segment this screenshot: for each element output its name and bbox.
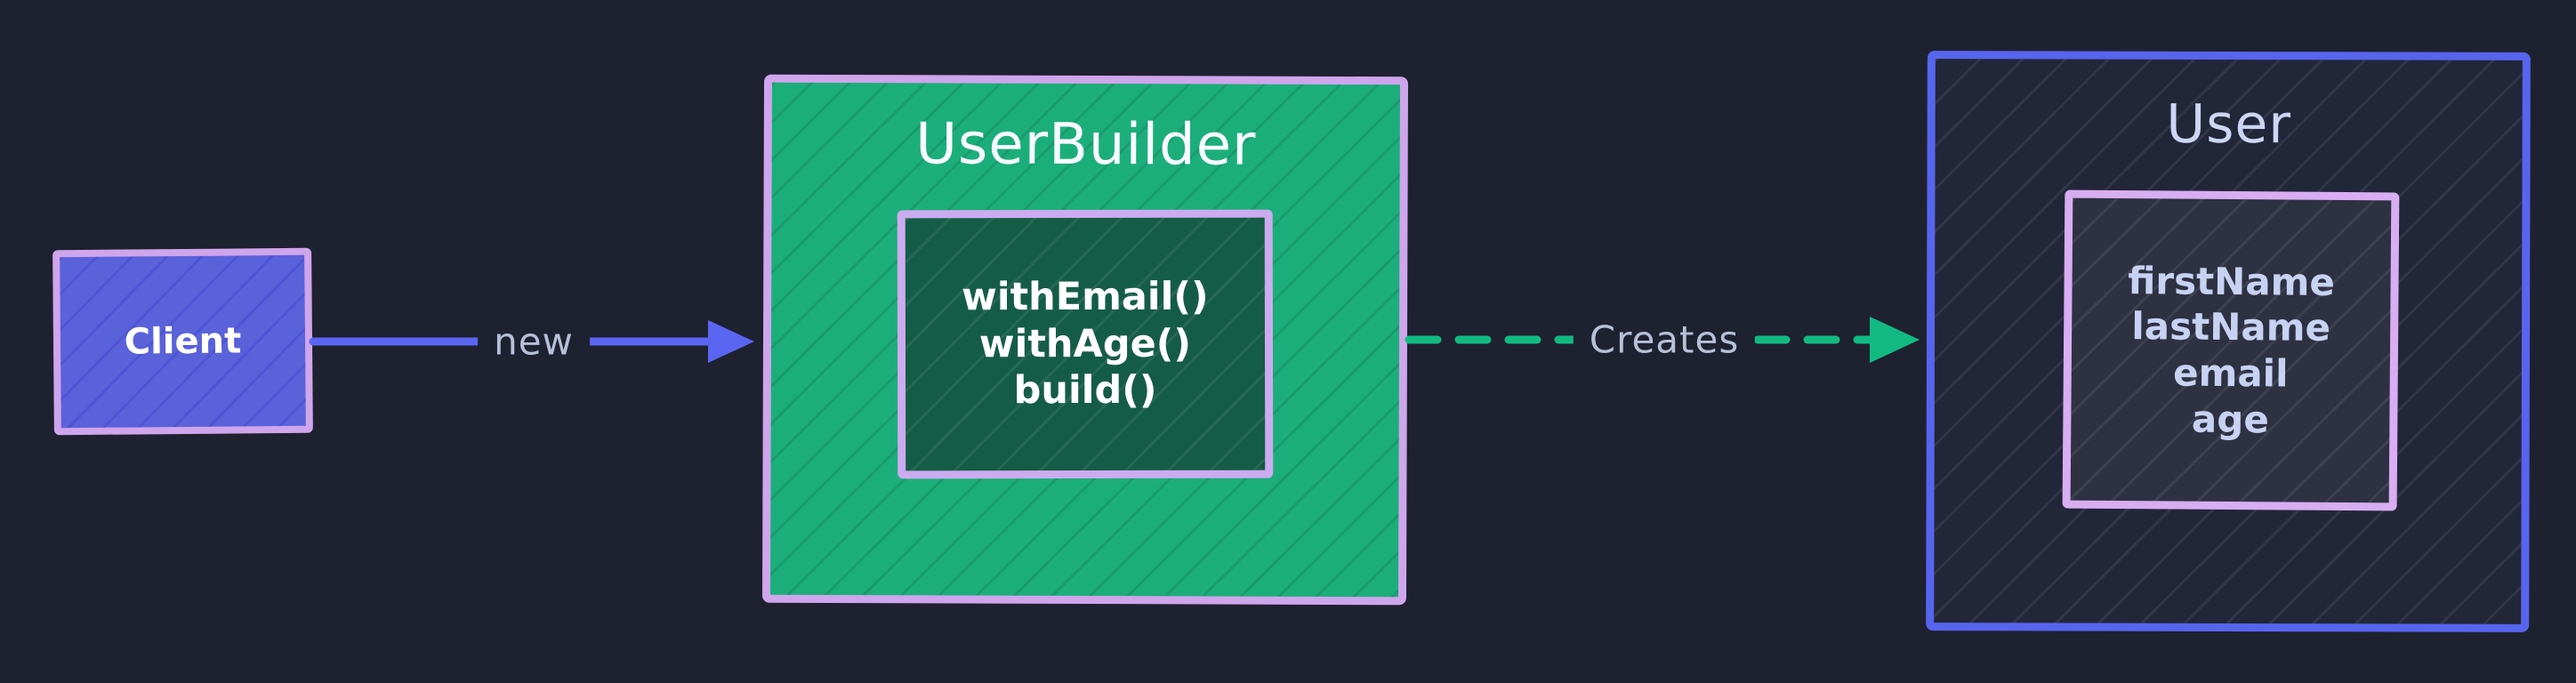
edge-label-new[interactable]: new [478,317,590,366]
edge-label-creates[interactable]: Creates [1573,316,1756,364]
creates-edge-arrowhead-icon [1870,317,1920,363]
new-edge-arrowhead-icon [708,320,754,363]
